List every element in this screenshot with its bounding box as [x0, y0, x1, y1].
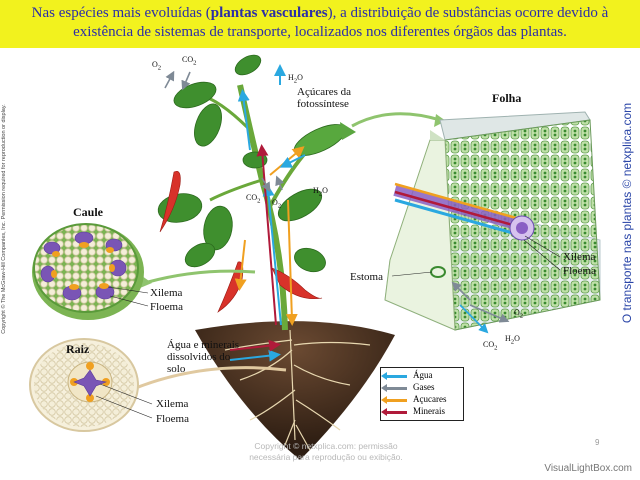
- root-phloem-label: Floema: [156, 413, 189, 425]
- o2-label-top: O2: [152, 60, 161, 72]
- stem-arrows: [229, 64, 306, 362]
- leaves: [157, 54, 347, 273]
- legend-label-minerals: Minerais: [413, 406, 445, 416]
- legend-swatch-water: [381, 372, 407, 380]
- roots: [224, 329, 371, 451]
- co2-label-top: CO2: [182, 55, 196, 67]
- caule-heading: Caule: [73, 205, 103, 219]
- co2-label-mid: CO2: [246, 193, 260, 205]
- root-xylem-label: Xilema: [156, 398, 189, 410]
- header-banner: Nas espécies mais evoluídas (plantas vas…: [0, 0, 640, 48]
- co2-label-leaf: CO2: [483, 340, 497, 352]
- page-number: 9: [595, 438, 600, 447]
- credit-text: Copyright © netxplica.com: permissão nec…: [226, 441, 426, 463]
- legend-swatch-minerals: [381, 408, 407, 416]
- legend-swatch-gases: [381, 384, 407, 392]
- co2-sub: 2: [494, 344, 498, 352]
- o2-sub: 2: [277, 202, 282, 210]
- leaf-xylem-label: Xilema: [563, 251, 596, 263]
- h2o-o: O: [514, 334, 520, 343]
- o2-text: O: [272, 198, 278, 207]
- h2o-h: H: [313, 186, 319, 195]
- o2-label-mid: O2: [272, 198, 281, 210]
- o2-label-leaf: O2: [514, 308, 523, 320]
- header-bold: plantas vasculares: [210, 5, 328, 21]
- h2o-o: O: [297, 73, 303, 82]
- h2o-o: O: [322, 186, 328, 195]
- legend: Água Gases Açucares Minerais: [380, 367, 464, 421]
- callout-lines: [125, 112, 441, 394]
- co2-sub: 2: [257, 197, 261, 205]
- brand-link[interactable]: VisualLightBox.com: [544, 463, 632, 474]
- h2o-sub: 2: [510, 338, 515, 346]
- gas-arrows: [164, 70, 285, 193]
- co2-text: CO: [182, 55, 194, 64]
- h2o-h: H: [288, 73, 294, 82]
- legend-item-water: Água: [381, 370, 461, 382]
- o2-sub: 2: [519, 312, 524, 320]
- header-text-2: ), a distribuição de substâncias ocorre …: [73, 5, 609, 40]
- stoma-label: Estoma: [350, 271, 383, 283]
- h2o-sub: 2: [293, 77, 298, 85]
- co2-sub: 2: [193, 59, 197, 67]
- o2-sub: 2: [157, 64, 162, 72]
- h2o-sub: 2: [318, 190, 323, 198]
- legend-swatch-sugars: [381, 396, 407, 404]
- h2o-label-mid: H2O: [313, 186, 328, 198]
- stem-phloem-label: Floema: [150, 301, 183, 313]
- root-cross-section: [29, 338, 153, 432]
- sugars-photosynthesis-label: Açúcares da fotossíntese: [297, 86, 352, 110]
- credit-line-1: Copyright © netxplica.com: permissão: [254, 441, 398, 451]
- credit-line-2: necessária para reprodução ou exibição.: [249, 452, 403, 462]
- leaf-cross-section: [384, 111, 601, 334]
- legend-item-minerals: Minerais: [381, 406, 461, 418]
- h2o-h: H: [505, 334, 511, 343]
- folha-heading: Folha: [492, 91, 522, 105]
- o2-text: O: [514, 308, 520, 317]
- header-text-1: Nas espécies mais evoluídas (: [31, 5, 211, 21]
- vein-bundle: [393, 182, 535, 241]
- water-minerals-label: Água e minerais dissolvidos do solo: [167, 339, 240, 375]
- co2-text: CO: [483, 340, 495, 349]
- leaf-phloem-label: Floema: [563, 265, 596, 277]
- legend-item-sugars: Açucares: [381, 394, 461, 406]
- legend-label-gases: Gases: [413, 382, 435, 392]
- raiz-heading: Raiz: [66, 342, 90, 356]
- red-peppers: [159, 171, 323, 313]
- h2o-label-leaf: H2O: [505, 334, 520, 346]
- stem-cross-section: [32, 223, 149, 320]
- stem-xylem-label: Xilema: [150, 287, 183, 299]
- o2-text: O: [152, 60, 158, 69]
- legend-label-sugars: Açucares: [413, 394, 447, 404]
- legend-label-water: Água: [413, 370, 433, 380]
- co2-text: CO: [246, 193, 258, 202]
- h2o-label-top: H2O: [288, 73, 303, 85]
- legend-item-gases: Gases: [381, 382, 461, 394]
